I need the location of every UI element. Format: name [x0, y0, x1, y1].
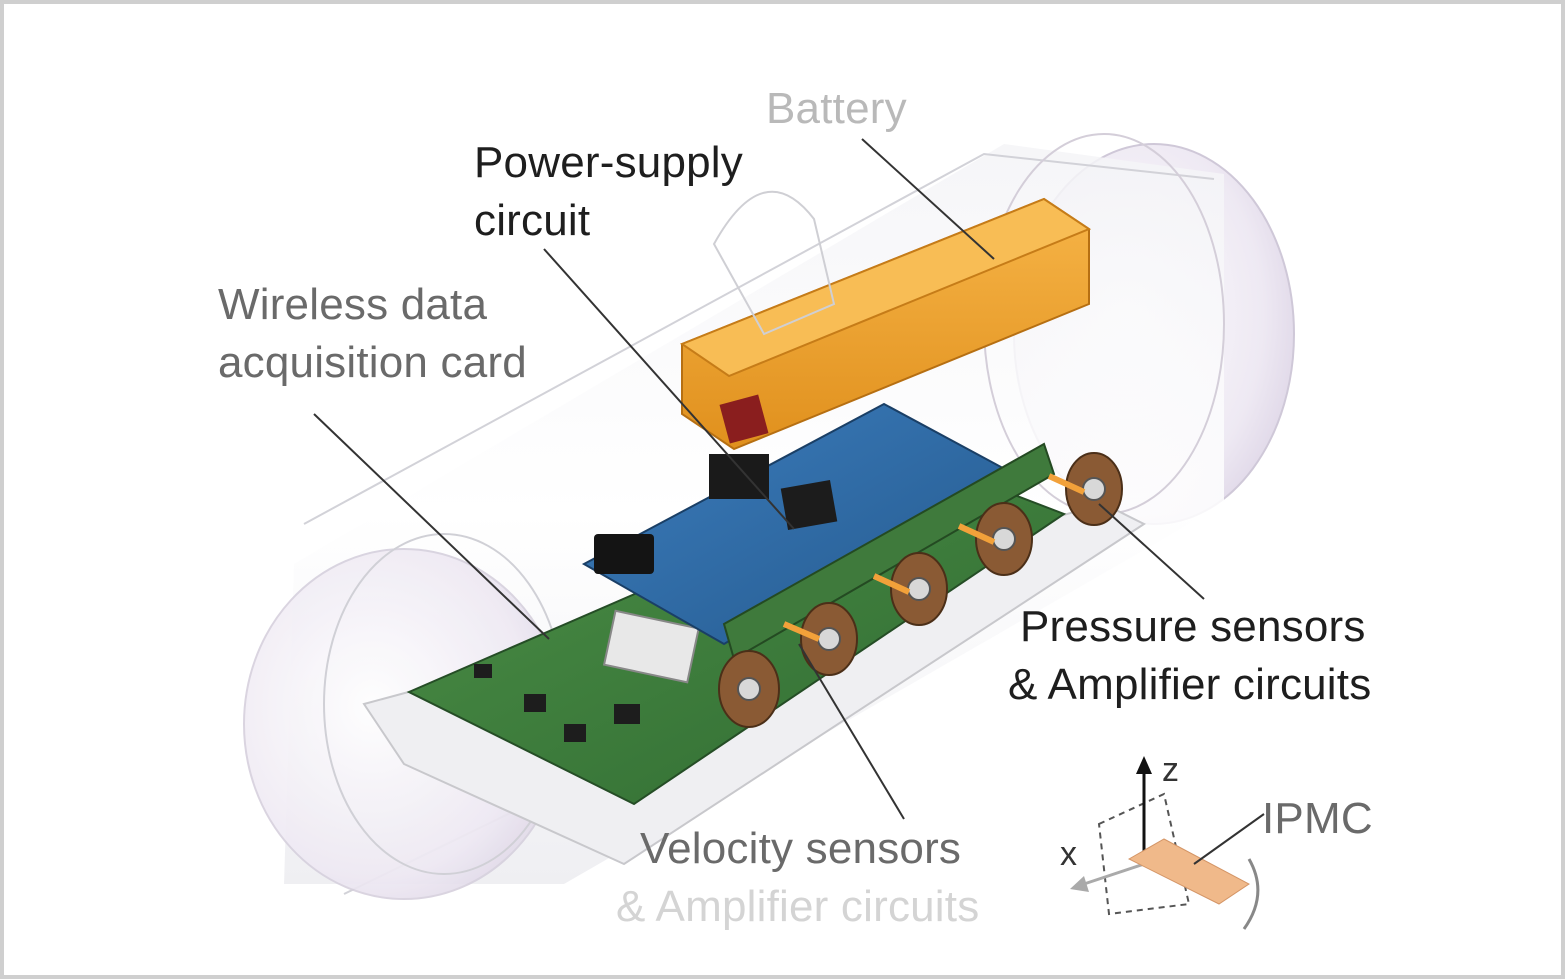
wireless-label-line2: acquisition card [218, 338, 527, 387]
leader-lines [313, 138, 1205, 820]
sensor-array [718, 442, 1123, 728]
velocity-label-line2: & Amplifier circuits [616, 882, 980, 931]
velocity-label-line1: Velocity sensors [640, 824, 962, 873]
battery-pack [679, 197, 1092, 451]
axis-diagram [1070, 756, 1265, 930]
power-chip [780, 479, 838, 531]
ipmc-label: IPMC [1262, 794, 1373, 843]
dc-jack [594, 534, 654, 574]
pressure-label-line2: & Amplifier circuits [1008, 660, 1372, 709]
power-supply-label-line1: Power-supply [474, 138, 743, 187]
z-axis-label: z [1162, 751, 1179, 789]
capsule-illustration [243, 133, 1295, 930]
connector-block [709, 454, 769, 499]
power-supply-label-line2: circuit [474, 196, 591, 245]
battery-label: Battery [766, 84, 907, 133]
pressure-label-line1: Pressure sensors [1020, 602, 1366, 651]
wireless-module [602, 609, 700, 684]
wireless-label-line1: Wireless data [218, 280, 488, 329]
x-axis-label: x [1060, 835, 1077, 873]
